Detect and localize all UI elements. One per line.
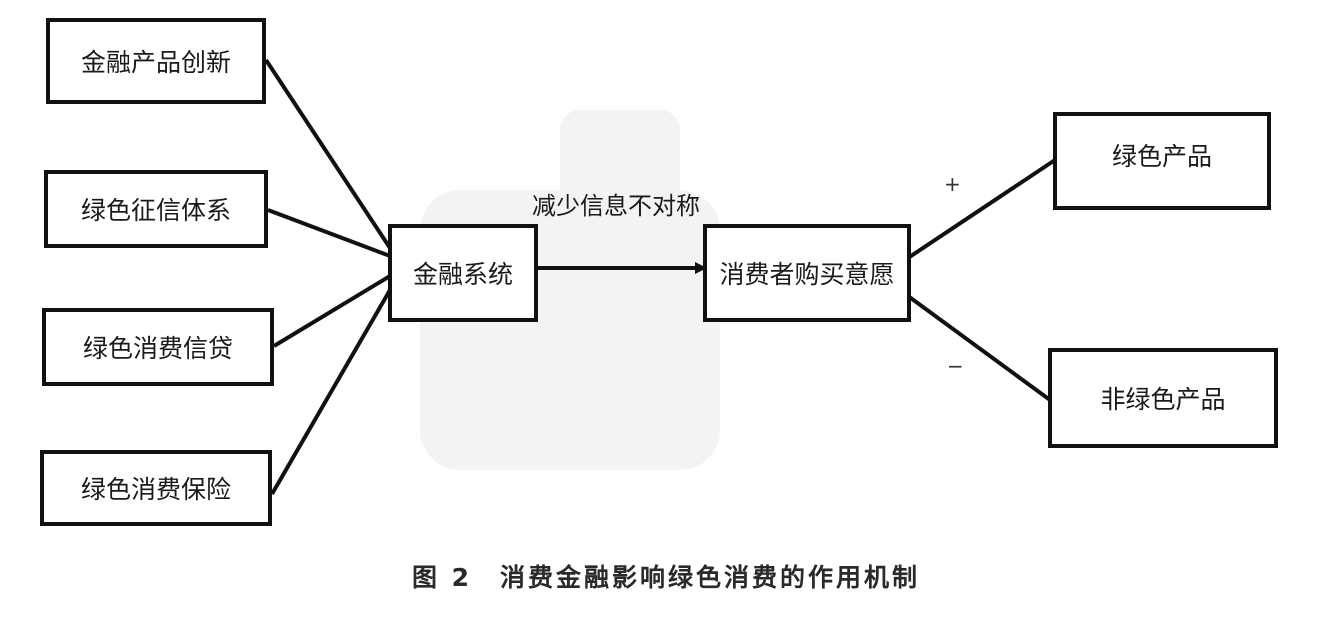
watermark-shape bbox=[560, 110, 680, 230]
node-financial-innovation: 金融产品创新 bbox=[46, 18, 266, 104]
edge-consumer-credit-to-system bbox=[272, 274, 392, 348]
node-purchase-intention: 消费者购买意愿 bbox=[703, 224, 911, 322]
node-green-consumer-insurance: 绿色消费保险 bbox=[40, 450, 272, 526]
figure-caption: 图 2 消费金融影响绿色消费的作用机制 bbox=[411, 563, 921, 592]
node-green-products: 绿色产品 bbox=[1053, 112, 1271, 210]
edge-innovation-to-system bbox=[264, 58, 392, 250]
edge-intention-to-non-green bbox=[906, 294, 1052, 402]
edge-credit-system-to-system bbox=[267, 208, 391, 258]
node-green-consumer-credit: 绿色消费信贷 bbox=[42, 308, 274, 386]
node-non-green-products: 非绿色产品 bbox=[1048, 348, 1278, 448]
label-negative-sign: − bbox=[947, 354, 964, 378]
label-positive-sign: + bbox=[944, 172, 961, 196]
node-financial-system: 金融系统 bbox=[388, 224, 538, 322]
label-reduce-information-asymmetry: 减少信息不对称 bbox=[532, 192, 700, 220]
edge-intention-to-green bbox=[906, 158, 1057, 260]
node-green-credit-system: 绿色征信体系 bbox=[44, 170, 268, 248]
edge-insurance-to-system bbox=[270, 288, 392, 496]
